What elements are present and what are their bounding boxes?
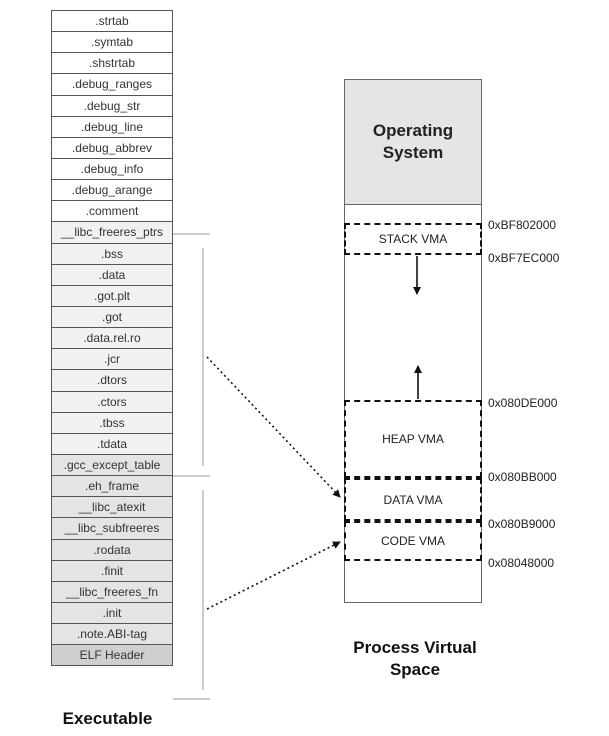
- section-22: .eh_frame: [51, 475, 173, 498]
- section-2: .shstrtab: [51, 52, 173, 75]
- stack-vma: STACK VMA: [344, 223, 482, 255]
- heap-vma: HEAP VMA: [344, 400, 482, 478]
- code-vma: CODE VMA: [344, 521, 482, 561]
- addr-code-top: 0x080B9000: [488, 517, 556, 531]
- addr-stack-bottom: 0xBF7EC000: [488, 251, 560, 265]
- section-1: .symtab: [51, 31, 173, 54]
- addr-data-top: 0x080BB000: [488, 470, 557, 484]
- addr-code-bottom: 0x08048000: [488, 556, 555, 570]
- section-5: .debug_line: [51, 115, 173, 138]
- section-14: .got: [51, 305, 173, 329]
- section-23: __libc_atexit: [51, 496, 173, 519]
- section-30: ELF Header: [51, 644, 173, 667]
- addr-heap-top: 0x080DE000: [488, 396, 558, 410]
- section-7: .debug_info: [51, 157, 173, 181]
- section-19: .tbss: [51, 411, 173, 434]
- data-segment-mapping-arrow: [206, 356, 341, 498]
- data-vma: DATA VMA: [344, 478, 482, 521]
- code-segment-mapping-arrow: [206, 541, 341, 610]
- executable-sections: .strtab.symtab.shstrtab.debug_ranges.deb…: [51, 10, 173, 667]
- addr-stack-top: 0xBF802000: [488, 218, 557, 232]
- executable-label: Executable: [62, 709, 153, 728]
- section-12: .data: [51, 263, 173, 286]
